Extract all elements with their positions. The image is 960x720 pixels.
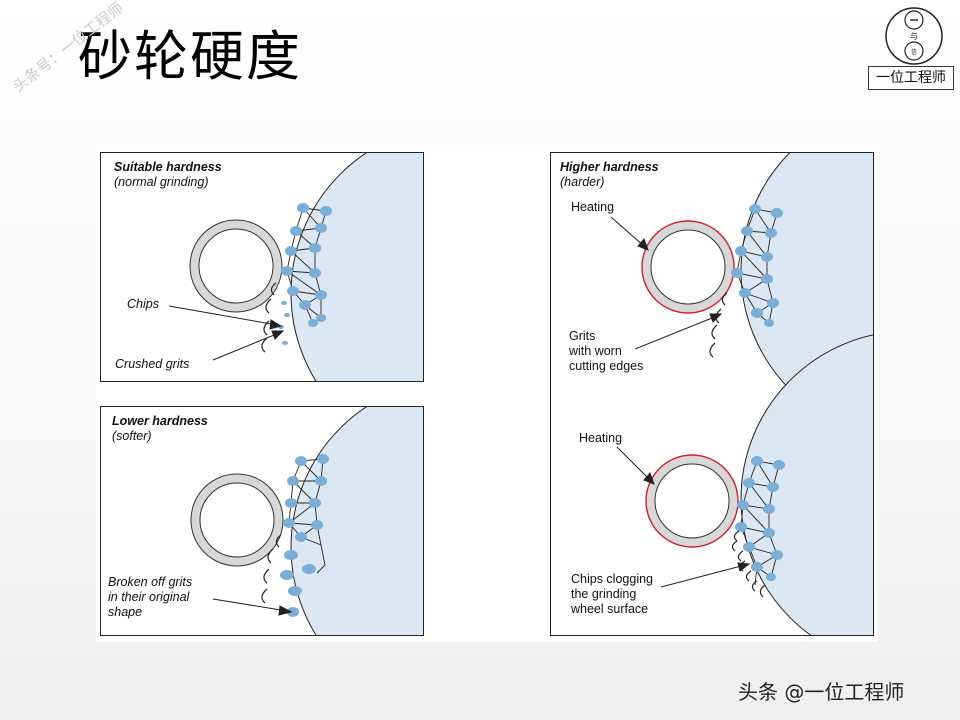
panel-lower-hardness: Lower hardness (softer) Broken off grits…: [100, 406, 424, 636]
brand-logo: 与 信 一位工程师: [866, 4, 956, 90]
label-clogging-3: wheel surface: [571, 602, 649, 616]
label-chips: Chips: [127, 297, 159, 311]
label-clogging-1: Chips clogging: [571, 572, 653, 586]
label-broken-grits-3: shape: [108, 605, 143, 619]
panel-suitable-hardness: Suitable hardness (normal grinding) Chip…: [100, 152, 424, 382]
suitable-diagram: [168, 153, 423, 381]
lower-diagram: [190, 407, 423, 635]
label-heating-bottom: Heating: [579, 431, 623, 445]
higher-subtitle: (harder): [560, 175, 605, 189]
label-grits-1: Grits: [569, 329, 596, 343]
svg-text:与: 与: [910, 32, 918, 41]
higher-diagram: [610, 153, 873, 635]
lower-title: Lower hardness: [112, 414, 208, 428]
svg-text:信: 信: [911, 48, 917, 56]
label-grits-2: with worn: [569, 344, 622, 358]
higher-title: Higher hardness: [560, 160, 659, 174]
logo-caption: 一位工程师: [868, 66, 954, 90]
label-grits-3: cutting edges: [569, 359, 644, 373]
footer-credit: 头条 @一位工程师: [738, 680, 905, 704]
label-broken-grits-2: in their original: [108, 590, 190, 604]
label-clogging-2: the grinding: [571, 587, 637, 601]
label-crushed-grits: Crushed grits: [115, 357, 190, 371]
label-broken-grits-1: Broken off grits: [108, 575, 193, 589]
suitable-title: Suitable hardness: [114, 160, 222, 174]
suitable-subtitle: (normal grinding): [114, 175, 209, 189]
lower-subtitle: (softer): [112, 429, 152, 443]
panel-higher-hardness: Higher hardness (harder) Heating Grits w…: [550, 152, 874, 636]
label-heating-top: Heating: [571, 200, 615, 214]
page-title: 砂轮硬度: [78, 25, 302, 88]
